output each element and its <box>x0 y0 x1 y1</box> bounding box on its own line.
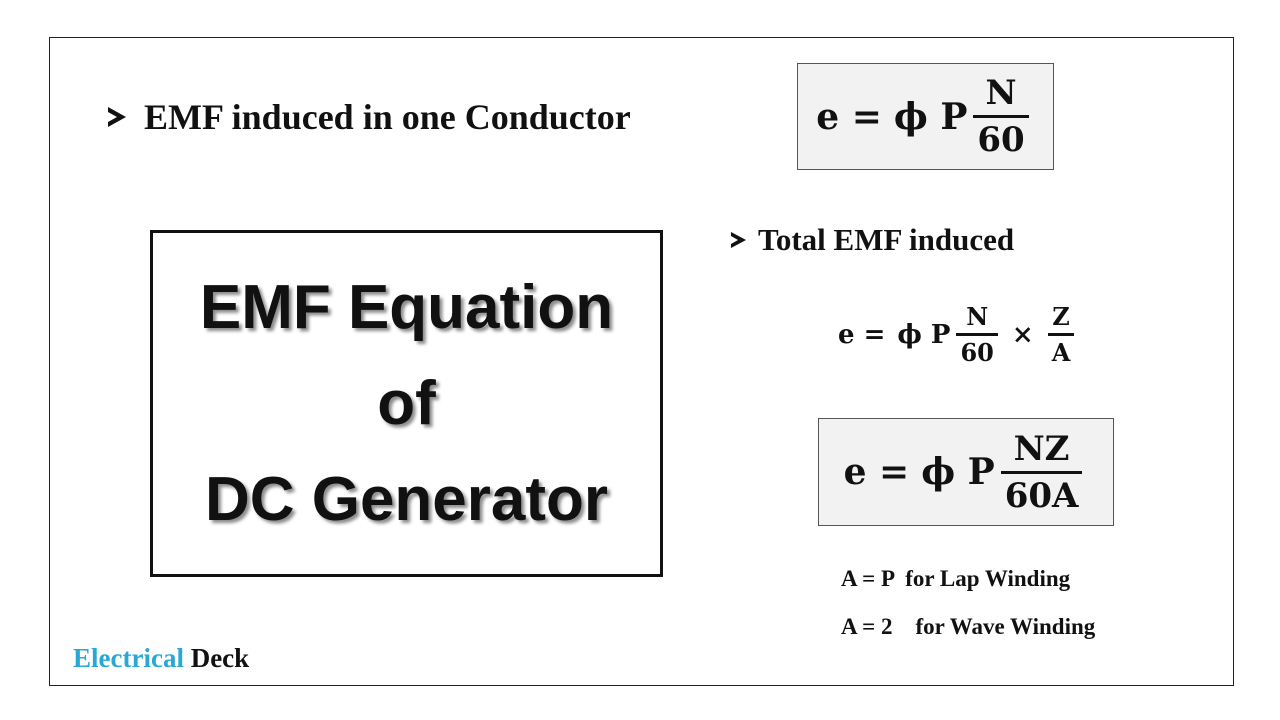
fraction-numerator: NZ <box>1013 428 1070 469</box>
fraction-bar <box>973 115 1029 118</box>
title-box: EMF Equation of DC Generator <box>150 230 663 577</box>
formula-final-box: e = ϕ P NZ 60A <box>818 418 1114 526</box>
fraction: N 60 <box>973 73 1029 160</box>
fraction-bar <box>956 333 998 336</box>
formula-one-conductor-box: e = ϕ P N 60 <box>797 63 1054 170</box>
bullet-total-emf: Total EMF induced <box>731 222 1014 258</box>
brand-name-part1: Electrical <box>73 643 184 673</box>
formula-lhs: e = <box>816 95 882 138</box>
fraction-numerator: N <box>985 73 1017 113</box>
fraction-denominator: 60A <box>1004 475 1079 516</box>
fraction-denominator: A <box>1051 338 1071 367</box>
formula-flux-poles: ϕ P <box>897 319 951 350</box>
title-line-2: of <box>377 368 436 438</box>
fraction-numerator: Z <box>1052 302 1070 331</box>
bullet-text: EMF induced in one Conductor <box>144 97 631 137</box>
formula-total-emf: e = ϕ P N 60 × Z A <box>838 302 1080 367</box>
fraction-speed: N 60 <box>956 302 998 367</box>
fraction: NZ 60A <box>1000 428 1083 516</box>
fraction-numerator: N <box>966 302 989 331</box>
brand-logo: Electrical Deck <box>73 643 249 674</box>
formula-one-conductor: e = ϕ P N 60 <box>816 73 1034 160</box>
arrow-bullet-icon <box>108 107 126 127</box>
times-sign: × <box>1011 319 1034 350</box>
arrow-bullet-icon <box>731 232 746 248</box>
title-line-1: EMF Equation <box>199 272 614 342</box>
formula-lhs: e = <box>838 319 886 350</box>
bullet-text: Total EMF induced <box>758 222 1015 257</box>
formula-lhs: e = <box>843 451 910 493</box>
fraction-denominator: 60 <box>977 120 1025 160</box>
formula-final: e = ϕ P NZ 60A <box>844 429 1089 516</box>
fraction-bar <box>1047 333 1075 336</box>
note-wave-winding: A = 2 for Wave Winding <box>841 614 1096 639</box>
fraction-denominator: 60 <box>960 338 994 367</box>
bullet-emf-one-conductor: EMF induced in one Conductor <box>108 96 631 138</box>
fraction-bar <box>1000 470 1083 474</box>
title-line-3: DC Generator <box>204 464 609 534</box>
formula-flux-poles: ϕ P <box>921 451 995 493</box>
formula-flux-poles: ϕ P <box>893 95 968 138</box>
note-lap-winding: A = P for Lap Winding <box>841 566 1071 591</box>
brand-name-part2: Deck <box>190 643 250 673</box>
fraction-conductors: Z A <box>1047 302 1075 367</box>
